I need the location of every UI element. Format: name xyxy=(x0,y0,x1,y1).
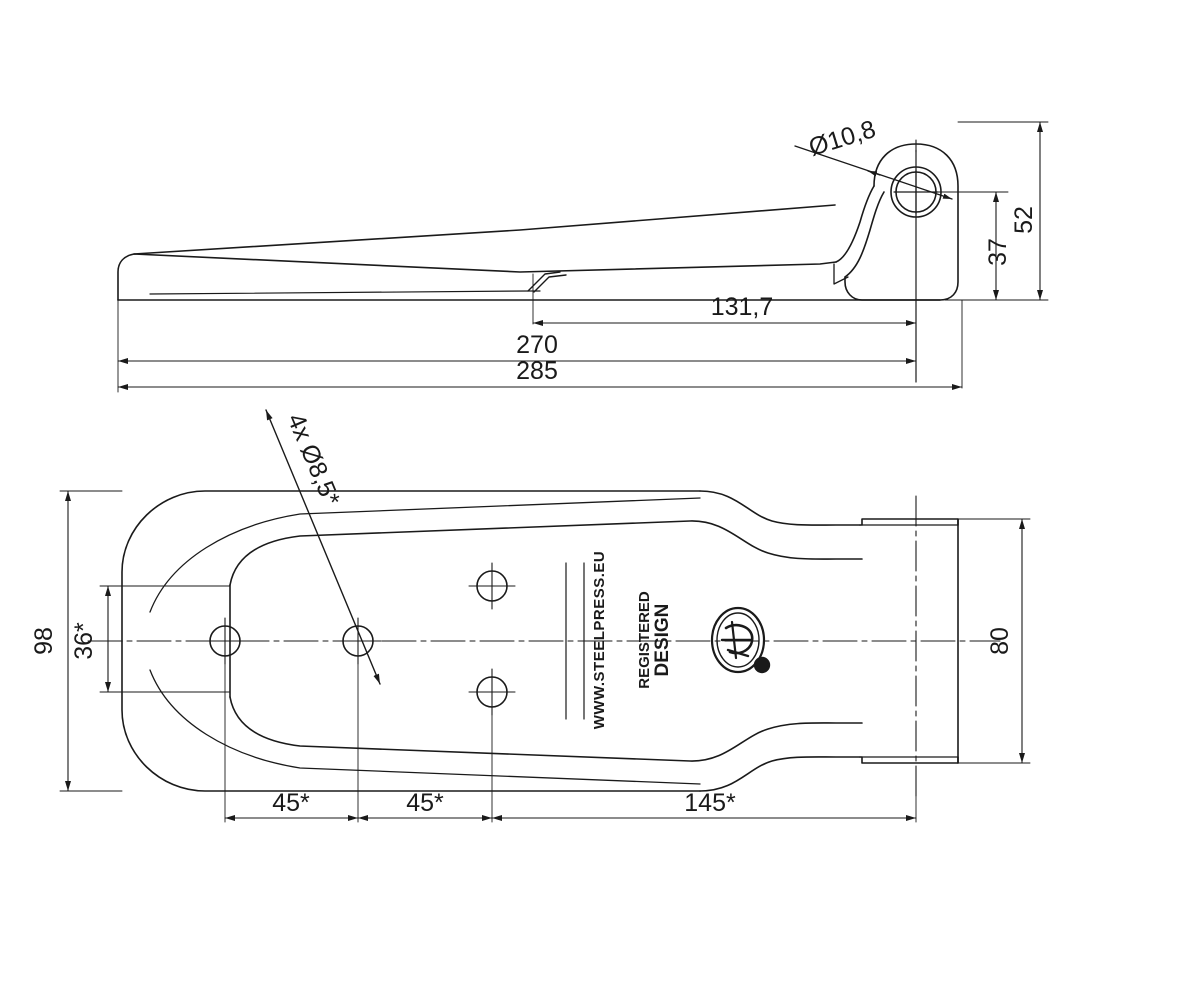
side-hinge-boss-outline xyxy=(844,143,959,301)
plan-outer-outline-top-right xyxy=(699,490,861,526)
dim-label-pitch-1: 45* xyxy=(272,789,310,817)
side-thickness-line xyxy=(149,290,541,295)
hole-callout-leader xyxy=(265,409,381,685)
dim-label-hole-diameter: Ø10,8 xyxy=(806,115,879,162)
plan-taper-line-bottom xyxy=(149,669,701,785)
side-taper-top xyxy=(133,204,836,255)
side-elevation-view xyxy=(117,121,1049,393)
side-step-detail-2 xyxy=(533,274,567,293)
side-riser-inner xyxy=(844,191,885,278)
dim-label-length-131-7: 131,7 xyxy=(711,293,774,321)
dim-label-length-270: 270 xyxy=(516,331,558,359)
marking-design: DESIGN xyxy=(652,604,673,677)
marking-registered: REGISTERED xyxy=(636,591,653,689)
dim-label-width-98: 98 xyxy=(30,627,58,655)
plan-inner-edge-top xyxy=(229,520,863,586)
dim-label-length-285: 285 xyxy=(516,357,558,385)
side-riser-left xyxy=(835,185,875,263)
plan-inner-edge-bottom xyxy=(229,696,863,762)
plan-outer-outline-bottom xyxy=(121,640,701,792)
diameter-leader-line-back xyxy=(867,170,881,177)
plan-outer-outline-bottom-right xyxy=(699,756,861,792)
plan-hole-group xyxy=(201,562,516,716)
plan-view xyxy=(59,409,1031,823)
dim-label-height-52: 52 xyxy=(1010,206,1038,234)
side-step-detail xyxy=(527,271,561,292)
dim-label-pitch-2: 45* xyxy=(406,789,444,817)
plan-outer-outline-top xyxy=(121,490,701,642)
plan-tongue-bottom xyxy=(859,756,959,764)
marking-website: WWW.STEELPRESS.EU xyxy=(591,551,608,730)
side-gusset xyxy=(833,263,849,285)
dim-label-spacing-36: 36* xyxy=(70,622,98,660)
dim-label-pitch-3: 145* xyxy=(684,789,736,817)
hole-callout-label: 4x Ø8,5* xyxy=(281,409,345,510)
dim-label-height-37: 37 xyxy=(984,238,1012,266)
dim-label-tongue-80: 80 xyxy=(986,627,1014,655)
logo-stamp xyxy=(710,606,771,674)
side-body-outline xyxy=(117,253,837,301)
plan-taper-line-top xyxy=(149,497,701,613)
plan-tongue-top xyxy=(859,518,959,526)
